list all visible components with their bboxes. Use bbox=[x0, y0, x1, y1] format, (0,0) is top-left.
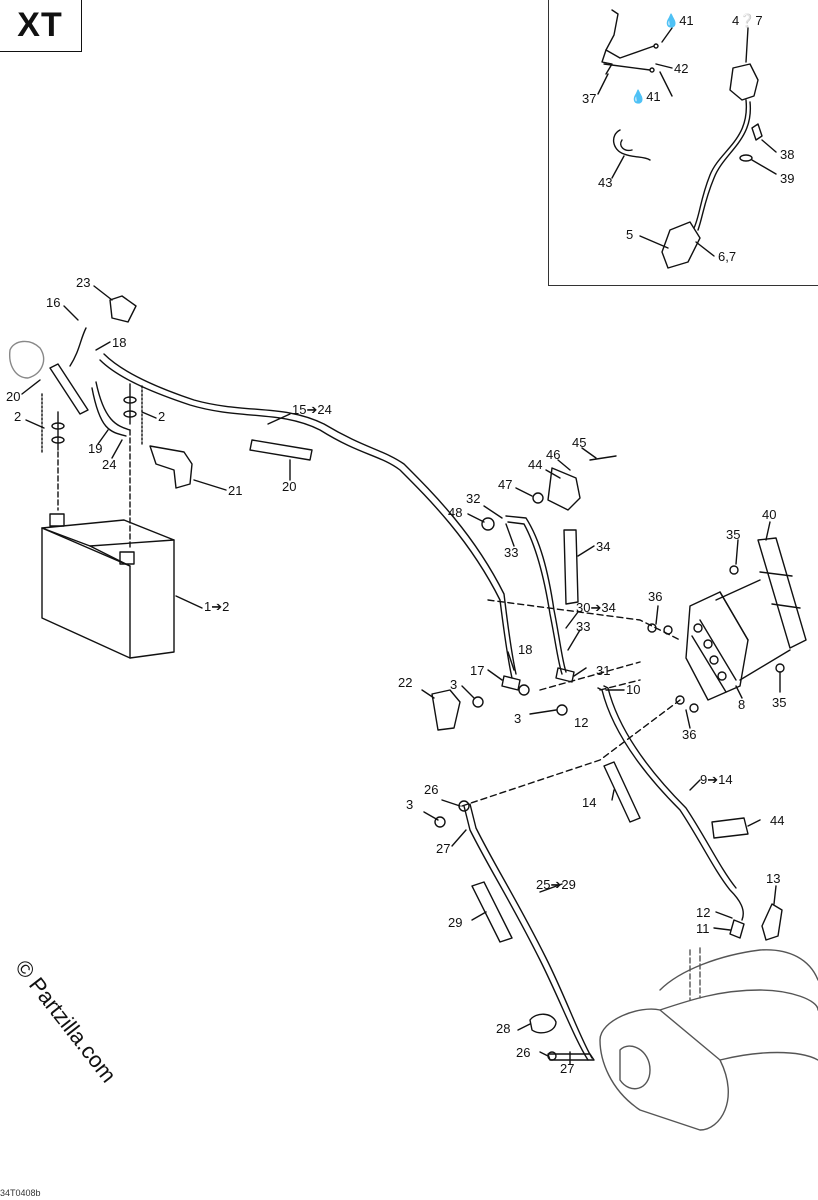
callout-40: 40 bbox=[762, 507, 777, 522]
callout-32: 32 bbox=[466, 491, 481, 506]
model-label: XT bbox=[17, 5, 63, 44]
callout-2-b: 2 bbox=[158, 409, 166, 424]
callout-18-b: 18 bbox=[518, 642, 533, 657]
callout-29: 29 bbox=[448, 915, 463, 930]
cable-25-29 bbox=[458, 800, 595, 1061]
callout-20: 20 bbox=[6, 389, 21, 404]
inset-frame bbox=[548, 0, 818, 286]
callout-33-b: 33 bbox=[576, 619, 591, 634]
callout-30-34: 30➔34 bbox=[576, 600, 616, 615]
callout-41-b: 💧41 bbox=[630, 89, 661, 104]
callout-5: 5 bbox=[626, 227, 634, 242]
callout-3-c: 3 bbox=[406, 797, 414, 812]
battery bbox=[41, 513, 175, 659]
callout-17: 17 bbox=[470, 663, 485, 678]
mounting-bracket-40 bbox=[715, 537, 807, 681]
callout-39: 39 bbox=[780, 171, 795, 186]
callout-46: 46 bbox=[546, 447, 561, 462]
callout-2: 2 bbox=[14, 409, 22, 424]
callout-26-b: 26 bbox=[516, 1045, 531, 1060]
callout-27-b: 27 bbox=[560, 1061, 575, 1076]
callout-22: 22 bbox=[398, 675, 413, 690]
callout-19: 19 bbox=[88, 441, 103, 456]
solenoid-block-8 bbox=[685, 591, 749, 701]
callout-36-b: 36 bbox=[682, 727, 697, 742]
callout-1-2: 1➔2 bbox=[204, 599, 230, 614]
callout-35: 35 bbox=[726, 527, 741, 542]
inset-switch-wire bbox=[661, 63, 763, 269]
callout-10: 10 bbox=[626, 682, 641, 697]
battery-terminal-bolts bbox=[41, 383, 143, 549]
callout-44: 44 bbox=[528, 457, 543, 472]
inset-bracket-37 bbox=[601, 9, 659, 75]
callout-14: 14 bbox=[582, 795, 597, 810]
callout-3-b: 3 bbox=[514, 711, 522, 726]
callout-26: 26 bbox=[424, 782, 439, 797]
callout-8: 8 bbox=[738, 697, 746, 712]
callout-48: 48 bbox=[448, 505, 463, 520]
callout-16: 16 bbox=[46, 295, 61, 310]
callout-4-7: 4❔7 bbox=[732, 13, 763, 28]
cable-30-34 bbox=[505, 515, 579, 675]
callout-18: 18 bbox=[112, 335, 127, 350]
callout-28: 28 bbox=[496, 1021, 511, 1036]
callout-3: 3 bbox=[450, 677, 458, 692]
connector-22 bbox=[431, 689, 461, 731]
callout-45: 45 bbox=[572, 435, 587, 450]
screws-35-36 bbox=[647, 565, 785, 713]
callout-15-24: 15➔24 bbox=[292, 402, 332, 417]
starter-motor bbox=[599, 947, 818, 1131]
callout-25-29: 25➔29 bbox=[536, 877, 576, 892]
callout-44-b: 44 bbox=[770, 813, 785, 828]
callout-31: 31 bbox=[596, 663, 611, 678]
callout-41: 💧41 bbox=[663, 13, 694, 28]
callout-27: 27 bbox=[436, 841, 451, 856]
callout-24: 24 bbox=[102, 457, 117, 472]
cable-9-14 bbox=[597, 685, 745, 939]
fuse-holder-21 bbox=[149, 445, 193, 489]
callout-47: 47 bbox=[498, 477, 513, 492]
drawing-code: 34T0408b bbox=[0, 1188, 41, 1198]
callout-42: 42 bbox=[674, 61, 689, 76]
callout-34: 34 bbox=[596, 539, 611, 554]
parts-13-28-44 bbox=[434, 816, 783, 1034]
callout-23: 23 bbox=[76, 275, 91, 290]
protector-tubes bbox=[49, 363, 313, 461]
callout-35-b: 35 bbox=[772, 695, 787, 710]
cable-ends-17-31 bbox=[472, 667, 575, 716]
callout-9-14: 9➔14 bbox=[700, 772, 733, 787]
callout-43: 43 bbox=[598, 175, 613, 190]
callout-33: 33 bbox=[504, 545, 519, 560]
clamp-assembly bbox=[481, 455, 617, 531]
battery-cables bbox=[9, 295, 517, 679]
callout-12: 12 bbox=[574, 715, 589, 730]
callout-12-b: 12 bbox=[696, 905, 711, 920]
callout-21: 21 bbox=[228, 483, 243, 498]
model-label-box: XT bbox=[0, 0, 82, 52]
callout-11: 11 bbox=[696, 921, 710, 936]
inset-cable-tie-43 bbox=[613, 129, 651, 161]
callout-36: 36 bbox=[648, 589, 663, 604]
callout-37: 37 bbox=[582, 91, 597, 106]
callout-38: 38 bbox=[780, 147, 795, 162]
callout-13: 13 bbox=[766, 871, 781, 886]
callout-6-7: 6,7 bbox=[718, 249, 737, 264]
callout-20-b: 20 bbox=[282, 479, 297, 494]
